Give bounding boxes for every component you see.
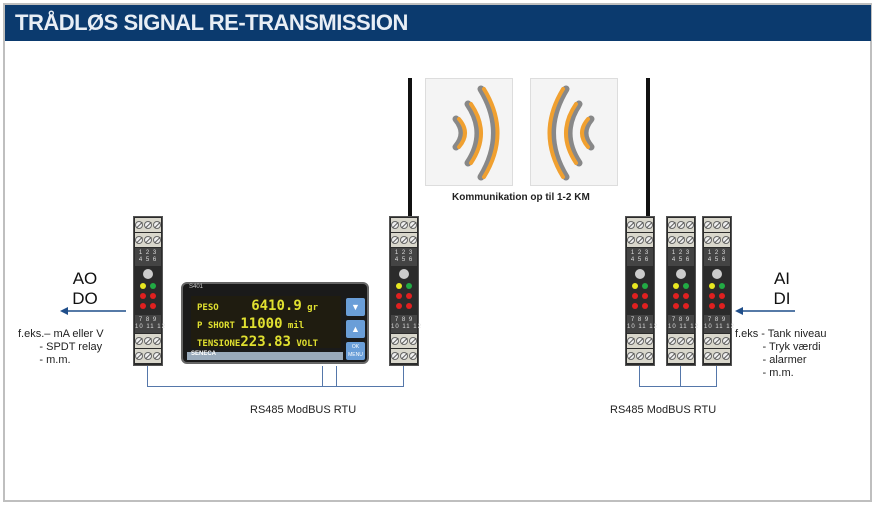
- terminal-numbers-bottom: 7 8 9 10 11 12: [704, 315, 734, 333]
- terminal-numbers-bottom: 7 8 9 10 11 12: [668, 315, 698, 333]
- io-module: 1 2 3 4 5 6 7 8 9 10 11 12: [389, 216, 421, 366]
- terminal-block: [668, 349, 694, 363]
- terminal-block: [668, 233, 694, 247]
- terminal-numbers-top: 1 2 3 4 5 6: [627, 248, 653, 266]
- status-leds: [134, 283, 162, 289]
- di-label: DI: [773, 289, 791, 308]
- wireless-wave-icon-right: [530, 78, 618, 186]
- terminal-block: [135, 233, 161, 247]
- bus-label-left: RS485 ModBUS RTU: [250, 404, 357, 416]
- terminal-block: [704, 218, 730, 232]
- ai-label: AI: [773, 269, 791, 288]
- terminal-block: [668, 218, 694, 232]
- module-logo-icon: [676, 269, 686, 279]
- page-title: TRÅDLØS SIGNAL RE-TRANSMISSION: [5, 5, 871, 41]
- terminal-block: [627, 233, 653, 247]
- antenna-right: [646, 78, 650, 218]
- status-leds: [703, 283, 731, 289]
- terminal-numbers-bottom: 7 8 9 10 11 12: [391, 315, 421, 333]
- terminal-numbers-top: 1 2 3 4 5 6: [135, 248, 161, 266]
- lcd-row: TENSIONE223.83 VOLT: [197, 334, 319, 350]
- terminal-block: [627, 349, 653, 363]
- up-button[interactable]: ▲: [346, 320, 365, 338]
- terminal-numbers-top: 1 2 3 4 5 6: [391, 248, 417, 266]
- terminal-numbers-top: 1 2 3 4 5 6: [668, 248, 694, 266]
- status-leds: [667, 283, 695, 289]
- terminal-block: [391, 218, 417, 232]
- output-examples: f.eks.– mA eller V - SPDT relay - m.m.: [18, 328, 104, 366]
- bus-line: [639, 366, 640, 387]
- module-logo-icon: [399, 269, 409, 279]
- antenna-left: [408, 78, 412, 218]
- module-logo-icon: [712, 269, 722, 279]
- input-examples: f.eks - Tank niveau - Tryk værdi - alarm…: [735, 328, 827, 379]
- bus-line: [322, 366, 323, 387]
- status-leds: [626, 283, 654, 289]
- io-module: 1 2 3 4 5 6 7 8 9 10 11 12: [666, 216, 698, 366]
- lcd-screen: PESO 6410.9 gr P SHORT 11000 mil TENSION…: [191, 296, 341, 350]
- input-arrow-icon: [735, 307, 795, 315]
- output-arrow-icon: [60, 307, 126, 315]
- seneca-display-panel: S401 PESO 6410.9 gr P SHORT 11000 mil TE…: [181, 282, 369, 364]
- io-module: 1 2 3 4 5 6 7 8 9 10 11 12: [625, 216, 657, 366]
- wireless-wave-icon-left: [425, 78, 513, 186]
- terminal-block: [135, 218, 161, 232]
- terminal-block: [391, 334, 417, 348]
- terminal-block: [704, 349, 730, 363]
- bus-line-left: [147, 386, 404, 387]
- terminal-block: [391, 233, 417, 247]
- terminal-block: [627, 334, 653, 348]
- bus-line: [680, 366, 681, 387]
- down-button[interactable]: ▼: [346, 298, 365, 316]
- communication-range-label: Kommunikation op til 1-2 KM: [452, 192, 590, 203]
- bus-label-right: RS485 ModBUS RTU: [610, 404, 717, 416]
- bus-line-right: [639, 386, 717, 387]
- lcd-row: PESO 6410.9 gr: [197, 298, 319, 314]
- terminal-block: [135, 334, 161, 348]
- terminal-block: [704, 233, 730, 247]
- terminal-block: [704, 334, 730, 348]
- bus-line: [716, 366, 717, 387]
- terminal-block: [391, 349, 417, 363]
- bus-line: [403, 366, 404, 387]
- do-label: DO: [72, 289, 98, 308]
- terminal-block: [668, 334, 694, 348]
- terminal-numbers-bottom: 7 8 9 10 11 12: [627, 315, 657, 333]
- display-brand: SENECA: [191, 351, 217, 357]
- module-logo-icon: [143, 269, 153, 279]
- bus-line: [147, 366, 148, 387]
- terminal-numbers-top: 1 2 3 4 5 6: [704, 248, 730, 266]
- terminal-block: [135, 349, 161, 363]
- terminal-block: [627, 218, 653, 232]
- display-model: S401: [189, 284, 204, 290]
- lcd-row: P SHORT 11000 mil: [197, 316, 305, 332]
- terminal-numbers-bottom: 7 8 9 10 11 12: [135, 315, 165, 333]
- module-logo-icon: [635, 269, 645, 279]
- io-module: 1 2 3 4 5 6 7 8 9 10 11 12: [702, 216, 734, 366]
- menu-button[interactable]: OK MENU: [346, 342, 365, 360]
- display-strip: [187, 352, 343, 360]
- bus-line: [336, 366, 337, 387]
- status-leds: [390, 283, 418, 289]
- io-module: 1 2 3 4 5 6 7 8 9 10 11 12: [133, 216, 165, 366]
- ao-label: AO: [72, 269, 98, 288]
